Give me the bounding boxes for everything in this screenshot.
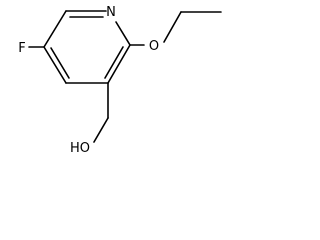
bond-c4-c5-inner xyxy=(50,47,70,79)
atom-label-fluorine: F xyxy=(18,41,25,56)
bond-c2-c3-inner xyxy=(104,46,124,79)
bond-o-ch2 xyxy=(163,11,182,43)
bond-ch2-oh xyxy=(93,117,109,143)
bond-n1-c2 xyxy=(115,21,131,46)
bond-c2-c3 xyxy=(107,44,131,84)
atom-label-oxygen-ether: O xyxy=(149,39,159,54)
bond-c4-c5 xyxy=(43,46,67,84)
chemical-structure-diagram: N O F HO xyxy=(18,5,222,156)
bond-c5-c6 xyxy=(43,10,67,48)
atom-label-hydroxyl: HO xyxy=(70,141,90,156)
atom-label-nitrogen: N xyxy=(106,5,116,20)
